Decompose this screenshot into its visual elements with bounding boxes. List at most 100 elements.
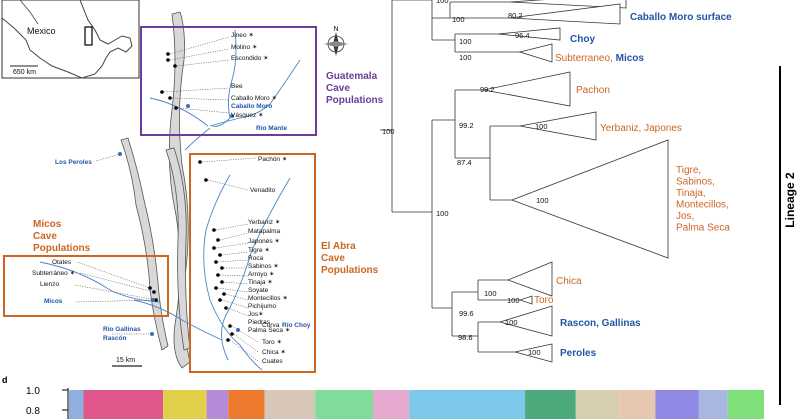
node-support: 100 [535, 122, 548, 131]
inset-study-area [84, 26, 93, 46]
admixture-segment [525, 390, 576, 419]
cave-label: Montecillos ✶ [248, 294, 288, 302]
cave-label: Roca [248, 255, 264, 262]
cave-label: Chica ✶ [262, 348, 286, 356]
admixture-segment [655, 390, 699, 419]
node-support: 100 [459, 37, 472, 46]
node-support: 100 [484, 289, 497, 298]
clade-label: Palma Seca [676, 223, 730, 234]
clade-label: Choy [570, 34, 595, 45]
cave-label: Otates [52, 259, 72, 266]
admixture-segment [315, 390, 374, 419]
admixture-segment [206, 390, 229, 419]
region-label-guatemala: Guatemala [326, 71, 378, 82]
cave-label: Jos✶ [248, 310, 264, 318]
admixture-segment [575, 390, 620, 419]
leader-lines [74, 36, 259, 362]
y-tick-0-8: 0.8 [26, 406, 40, 417]
surface-site-label: Rascón [103, 335, 127, 342]
admixture-segment [727, 390, 764, 419]
guatemala-region-box [140, 26, 317, 136]
inset-map: Mexico 650 km [1, 0, 140, 79]
cave-label: Tinaja ✶ [248, 278, 273, 286]
cave-label: Jineo ✶ [231, 31, 254, 39]
clade-label: Subterraneo, Micos [555, 53, 644, 64]
clade-label: Tigre, [676, 165, 701, 176]
region-label-abra: El Abra [321, 241, 356, 252]
admixture-bars [69, 390, 764, 419]
cave-label: Sabinos ✶ [248, 262, 279, 270]
tree-branches [380, 0, 520, 353]
node-support: 100 [459, 53, 472, 62]
admixture-segment [698, 390, 728, 419]
cave-label: Pachón ✶ [258, 155, 288, 163]
cave-label: Japonés ✶ [248, 237, 280, 245]
node-support: 99.2 [459, 121, 474, 130]
cave-label: Toro ✶ [262, 338, 282, 346]
surface-site-label: Río Gallinas [103, 326, 141, 333]
map-scale-label: 15 km [116, 357, 135, 364]
admixture-segment [69, 390, 84, 419]
lineage-2-label: Lineage 2 [783, 172, 797, 228]
node-support: 98.6 [458, 333, 473, 342]
admixture-segment [409, 390, 526, 419]
admixture-segment [83, 390, 164, 419]
cave-dots [148, 52, 234, 342]
cave-label: Bee [231, 83, 243, 90]
node-support: 100 [536, 196, 549, 205]
node-support: 99.6 [459, 309, 474, 318]
admixture-segment [264, 390, 316, 419]
cave-label: Curva [262, 322, 280, 329]
region-label-abra: Populations [321, 265, 379, 276]
region-label-guatemala: Cave [326, 83, 350, 94]
cave-label: Vásquez ✶ [231, 111, 264, 119]
panel-d-label: d [2, 375, 8, 385]
node-support: 100 [507, 296, 520, 305]
clade-label: Jos, [676, 211, 694, 222]
region-label-micos: Micos [33, 219, 62, 230]
admixture-segment [619, 390, 656, 419]
cave-label: Cuates [262, 358, 283, 365]
surface-site-label: Caballo Moro [231, 103, 272, 110]
clade-label: Montecillos, [676, 200, 729, 211]
cave-label: Subterráneo ✶ [32, 269, 76, 277]
cave-label: Escondido ✶ [231, 54, 269, 62]
compass-label: N [333, 26, 338, 33]
inset-scale-label: 650 km [13, 69, 36, 76]
node-support: 80.2 [508, 11, 523, 20]
cave-label: Arroyo ✶ [248, 270, 275, 278]
clade-label: Tinaja, [676, 188, 706, 199]
surface-site-label: Los Peroles [55, 159, 92, 166]
inset-country-label: Mexico [27, 26, 56, 36]
region-label-guatemala: Populations [326, 95, 384, 106]
node-support: 100 [452, 15, 465, 24]
compass-icon [324, 32, 348, 56]
node-support: 99.2 [480, 85, 495, 94]
cave-label: Pichijumo [248, 303, 277, 310]
clade-label: Rascon, Gallinas [560, 318, 641, 329]
mountain-ranges [120, 11, 191, 369]
cave-label: Palma Seca ✶ [248, 326, 291, 334]
cave-label: Tigre ✶ [248, 246, 270, 254]
region-label-abra: Cave [321, 253, 345, 264]
cave-label: Matapalma [248, 228, 281, 235]
y-tick-1-0: 1.0 [26, 386, 40, 397]
node-support: 100 [436, 209, 449, 218]
cave-label: Soyate [248, 287, 269, 294]
region-label-micos: Populations [33, 243, 91, 254]
admixture-segment [163, 390, 207, 419]
clade-label: Caballo Moro surface [630, 12, 732, 23]
cave-label: Lienzo [40, 281, 60, 288]
clade-label: Yerbaniz, Japones [600, 123, 682, 134]
micos-region-box [3, 255, 169, 317]
node-support: 87.4 [457, 158, 472, 167]
node-support: 100 [436, 0, 449, 5]
abra-region-box [189, 153, 316, 373]
